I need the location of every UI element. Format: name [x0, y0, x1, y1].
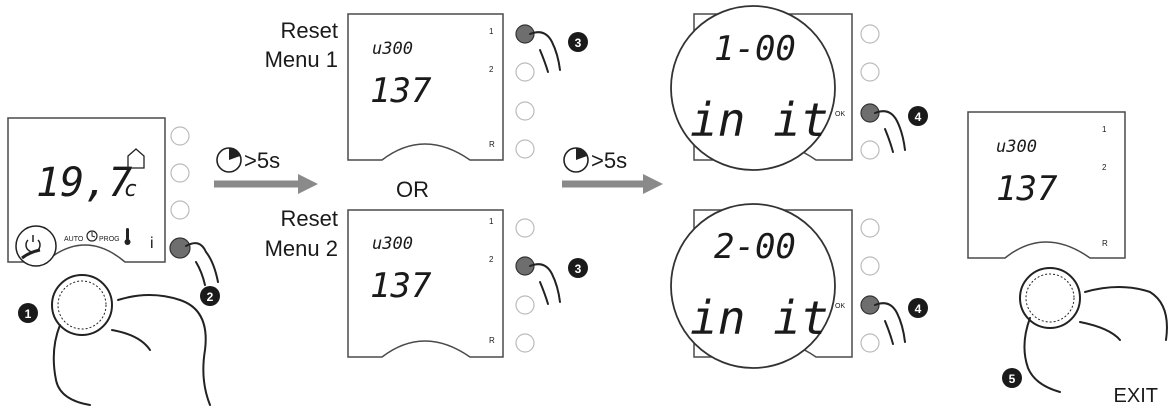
step-badge-2: [200, 286, 220, 306]
menu1-code: u300: [372, 39, 413, 59]
button-1-pressed[interactable]: [515, 24, 535, 44]
side-button[interactable]: [860, 24, 880, 44]
step-badge-4a: [908, 106, 928, 126]
zoom1-word: in it: [690, 93, 828, 147]
reset-menu-1-label-line1: Reset: [281, 18, 338, 43]
side-button[interactable]: [170, 163, 190, 183]
display-menu-1: u300 137 1 2 R 3: [347, 13, 588, 161]
exit-side-r: R: [1102, 239, 1108, 248]
temperature-unit: c: [124, 177, 137, 202]
svg-text:5: 5: [1009, 372, 1016, 386]
zoom-lens: [670, 5, 836, 171]
hold-arrow-1: >5s: [214, 147, 318, 194]
display-menu-2: u300 137 1 2 R 3: [347, 209, 588, 358]
side-button[interactable]: [860, 62, 880, 82]
init-display-menu-2: 2-00 in it OK 4: [670, 203, 928, 369]
side-button[interactable]: [860, 218, 880, 238]
thermometer-icon: [124, 228, 131, 245]
side-button[interactable]: [860, 256, 880, 276]
step-badge-1: [18, 303, 38, 323]
display-exit: u300 137 1 2 R 5 EXIT: [967, 111, 1168, 407]
side-button[interactable]: [860, 140, 880, 160]
mode-prog-label: PROG: [99, 236, 120, 243]
init-display-menu-1: 1-00 in it OK 4: [670, 5, 928, 171]
menu2-side-r: R: [489, 336, 495, 345]
finger-press: [529, 263, 561, 305]
hold-arrow-2: >5s: [562, 147, 663, 194]
ok-button-pressed[interactable]: [860, 295, 880, 315]
side-button[interactable]: [515, 333, 535, 353]
stopwatch-icon: [216, 147, 242, 173]
mode-auto-label: AUTO: [64, 236, 84, 243]
rotary-dial[interactable]: [51, 274, 113, 336]
menu2-side-1: 1: [489, 217, 494, 226]
stopwatch-icon: [563, 147, 589, 173]
ok-button-pressed[interactable]: [860, 103, 880, 123]
info-button-pressed[interactable]: [169, 237, 191, 259]
exit-label: EXIT: [1114, 385, 1158, 407]
thermostat-main-panel: 19,7 c AUTO PROG i: [7, 117, 220, 406]
exit-side-2: 2: [1102, 163, 1107, 172]
exit-code: u300: [996, 137, 1037, 157]
zoom1-code: 1-00: [714, 29, 796, 69]
svg-text:1: 1: [25, 307, 32, 321]
button-2-pressed[interactable]: [515, 256, 535, 276]
reset-menu-2-label-line2: Menu 2: [265, 236, 338, 261]
svg-text:4: 4: [915, 302, 922, 316]
clock-icon: [86, 230, 98, 242]
step-badge-3b: [568, 258, 588, 278]
side-button[interactable]: [515, 295, 535, 315]
side-button[interactable]: [515, 62, 535, 82]
menu2-code: u300: [372, 234, 413, 254]
rotary-dial[interactable]: [1019, 267, 1081, 329]
finger-press: [185, 242, 219, 286]
svg-text:3: 3: [575, 36, 582, 50]
side-button[interactable]: [515, 101, 535, 121]
timer-label-1: >5s: [244, 148, 280, 173]
finger-press: [874, 110, 906, 153]
menu1-value: 137: [370, 71, 432, 111]
zoom-lens: [670, 203, 836, 369]
temperature-readout: 19,7: [36, 160, 132, 206]
power-icon: [15, 225, 57, 267]
menu2-value: 137: [370, 266, 432, 306]
side-button[interactable]: [170, 200, 190, 220]
zoom1-ok-label: OK: [835, 111, 845, 118]
hand-turning-dial: [52, 294, 211, 406]
side-button[interactable]: [860, 333, 880, 353]
reset-menu-1-label-line2: Menu 1: [265, 47, 338, 72]
or-label: OR: [396, 177, 429, 202]
step-badge-3a: [568, 32, 588, 52]
house-icon: [127, 148, 145, 169]
exit-side-1: 1: [1102, 125, 1107, 134]
exit-value: 137: [996, 169, 1058, 209]
side-button[interactable]: [515, 139, 535, 159]
step-badge-5: [1002, 368, 1022, 388]
finger-press: [529, 31, 561, 73]
menu1-side-r: R: [489, 140, 495, 149]
menu1-side-1: 1: [489, 27, 494, 36]
timer-label-2: >5s: [591, 148, 627, 173]
finger-press: [874, 302, 906, 345]
zoom2-code: 2-00: [714, 227, 796, 267]
svg-text:3: 3: [575, 262, 582, 276]
menu2-side-2: 2: [489, 255, 494, 264]
step-badge-4b: [908, 298, 928, 318]
menu1-side-2: 2: [489, 65, 494, 74]
reset-menu-2-label-line1: Reset: [281, 206, 338, 231]
svg-text:4: 4: [915, 110, 922, 124]
zoom2-ok-label: OK: [835, 303, 845, 310]
zoom2-word: in it: [690, 291, 828, 345]
hand-turning-dial: [1023, 286, 1168, 393]
info-label: i: [150, 235, 154, 252]
side-button[interactable]: [170, 126, 190, 146]
side-button[interactable]: [515, 218, 535, 238]
svg-text:2: 2: [207, 290, 214, 304]
